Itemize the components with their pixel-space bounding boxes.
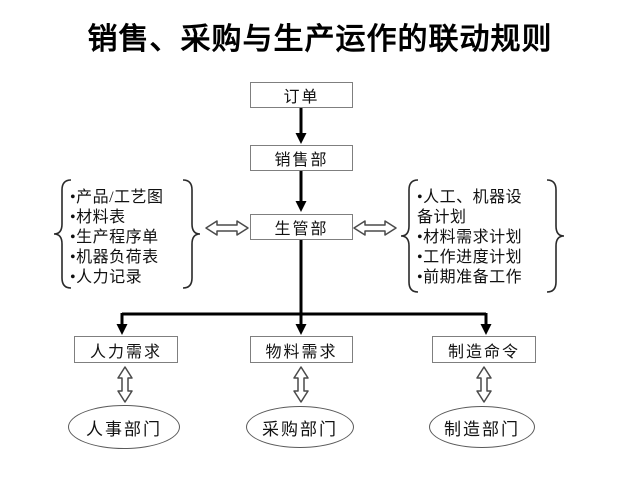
list-item: •机器负荷表 <box>70 249 159 266</box>
sales-dept-box: 销售部 <box>250 145 353 171</box>
branch-production-to-demands <box>116 240 492 335</box>
double-arrow-purchasing <box>293 366 309 403</box>
arrow-sales-to-production <box>295 171 307 212</box>
double-arrow-left-list <box>205 220 249 236</box>
page-title: 销售、采购与生产运作的联动规则 <box>87 23 553 56</box>
list-item: •材料需求计划 <box>417 229 523 246</box>
manufacturing-order-box: 制造命令 <box>432 336 536 363</box>
production-mgmt-box: 生管部 <box>250 214 353 240</box>
hr-demand-box: 人力需求 <box>74 336 178 363</box>
list-item: •产品/工艺图 <box>70 189 164 206</box>
left-list-open-brace <box>53 179 72 289</box>
right-list-close-brace <box>546 179 565 293</box>
list-item: •人力记录 <box>70 269 143 286</box>
list-item: •前期准备工作 <box>417 269 523 286</box>
list-item: •材料表 <box>70 209 126 226</box>
list-item: •生产程序单 <box>70 229 159 246</box>
double-arrow-hr <box>117 366 133 403</box>
manufacturing-dept-ellipse: 制造部门 <box>429 406 535 448</box>
purchasing-dept-ellipse: 采购部门 <box>246 406 354 448</box>
list-item: •工作进度计划 <box>417 249 523 266</box>
double-arrow-right-list <box>353 220 397 236</box>
right-list-open-brace <box>400 179 419 293</box>
arrow-order-to-sales <box>295 108 307 144</box>
production-plans-list: •人工、机器设备计划 •材料需求计划 •工作进度计划 •前期准备工作 <box>417 188 531 288</box>
double-arrow-manufacturing <box>476 366 492 403</box>
material-demand-box: 物料需求 <box>250 336 353 363</box>
production-inputs-list: •产品/工艺图 •材料表 •生产程序单 •机器负荷表 •人力记录 <box>70 188 190 288</box>
left-list-close-brace <box>182 179 201 289</box>
hr-dept-ellipse: 人事部门 <box>68 405 180 449</box>
order-box: 订单 <box>250 82 353 108</box>
list-item: •人工、机器设备计划 <box>417 189 523 226</box>
